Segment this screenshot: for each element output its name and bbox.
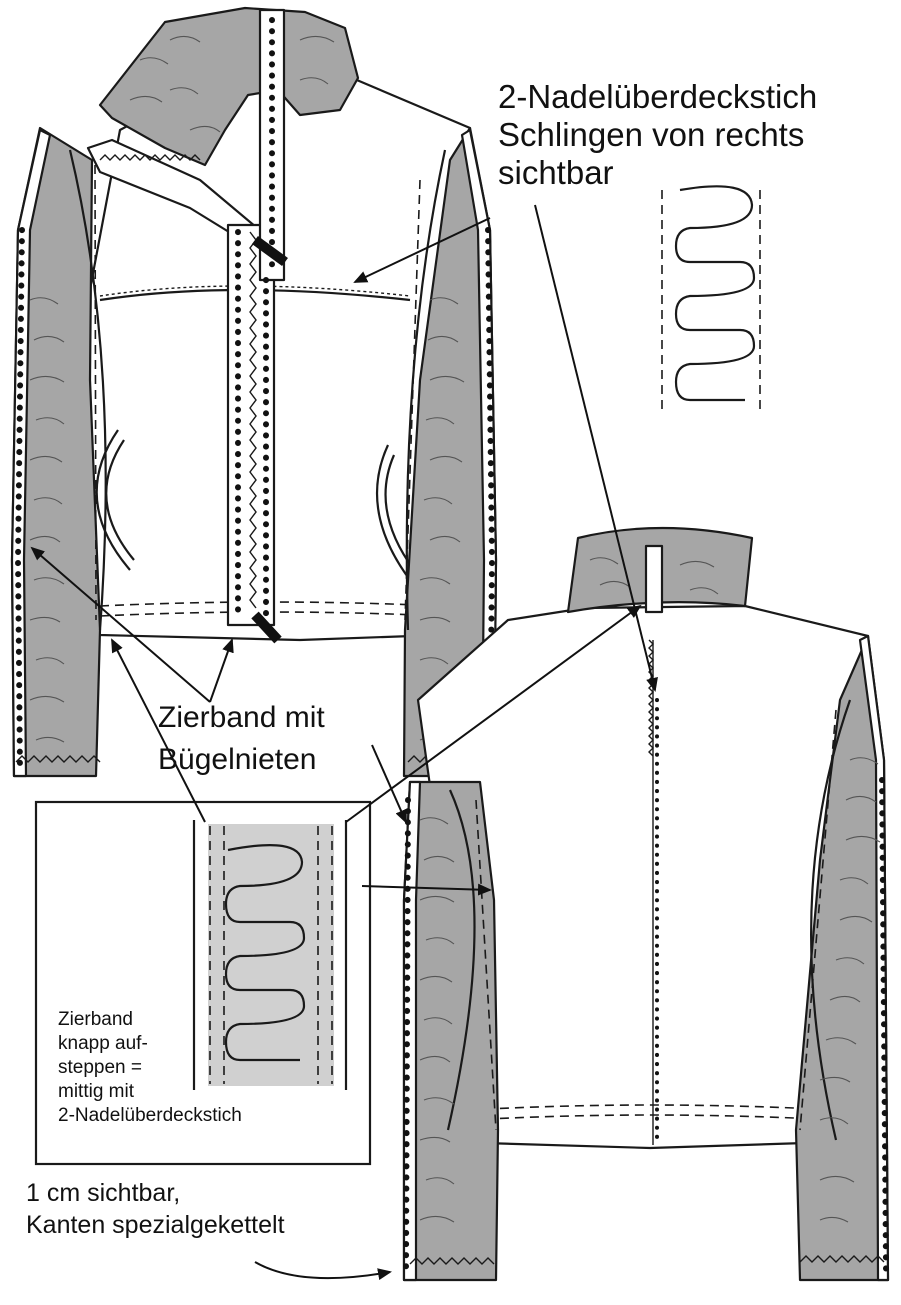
stitch-label-line3: sichtbar [498, 154, 614, 191]
leader-lines [30, 204, 658, 1281]
detail-box [34, 800, 372, 1166]
overlock-stitch-sample [661, 185, 761, 410]
detail-label-line2: knapp auf- [58, 1033, 148, 1054]
detail-label-line3: steppen = [58, 1057, 142, 1078]
tape-label-line1: Zierband mit [158, 701, 325, 734]
edge-label-line2: Kanten spezialgekettelt [26, 1211, 285, 1239]
front-jacket [10, 6, 498, 778]
front-pocket-right [375, 444, 411, 581]
edge-label-line1: 1 cm sichtbar, [26, 1179, 181, 1207]
stitch-label-line2: Schlingen von rechts [498, 116, 805, 153]
front-pocket-left [95, 429, 131, 571]
detail-label-line4: mittig mit [58, 1081, 134, 1102]
back-jacket [402, 526, 890, 1282]
tape-label-line2: Bügelnieten [158, 743, 317, 776]
detail-label-line5: 2-Nadelüberdeckstich [58, 1105, 242, 1126]
stitch-label-line1: 2-Nadelüberdeckstich [498, 78, 818, 115]
detail-label-line1: Zierband [58, 1009, 133, 1030]
